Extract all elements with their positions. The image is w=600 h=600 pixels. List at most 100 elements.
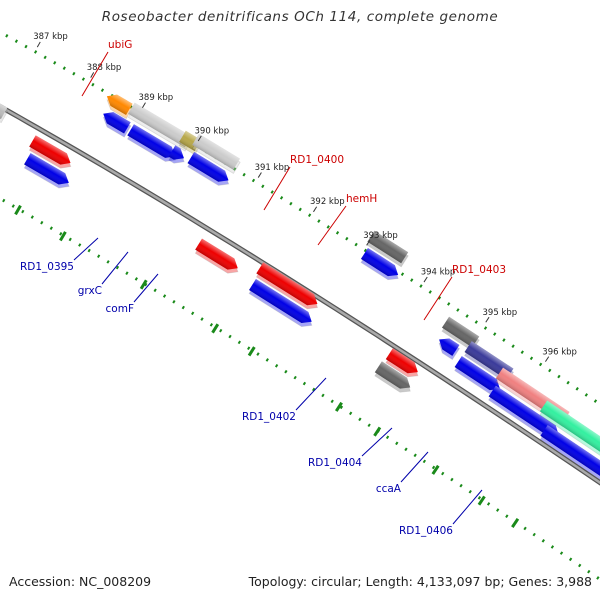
gene-label[interactable]: hemH [346,193,377,205]
tick-mark [36,41,41,48]
tick-mark [313,206,318,213]
gene-gloss [256,262,318,306]
gene-feature[interactable] [440,316,481,352]
tick-label: 391 kbp [255,163,290,173]
gene-feature[interactable] [539,424,600,484]
gene-gloss [464,341,514,380]
gene-label[interactable]: RD1_0400 [290,154,344,166]
gene-feature[interactable] [359,247,403,284]
gene-gloss [187,152,229,182]
gene-gloss [385,348,418,374]
gene-labels: ubiG RD1_0400 hemH RD1_0403 RD1_0395 grxC comF… [20,39,506,537]
gene-label[interactable]: ubiG [108,39,132,51]
gc-peak-mark [59,231,67,242]
gene-feature[interactable] [167,145,189,167]
gene-label[interactable]: RD1_0404 [308,457,362,469]
gene-feature[interactable] [0,94,9,124]
gene-label[interactable]: ccaA [376,483,402,495]
gene-label-leader [361,427,393,457]
gene-feature[interactable] [28,135,76,172]
gene-gloss [439,338,460,356]
gene-label-leader [73,237,99,261]
tick-mark [366,239,371,246]
gene-gloss [488,385,559,437]
gene-feature[interactable] [247,278,316,331]
gc-peak-mark [431,464,440,475]
gene-label-leader [295,377,327,411]
gene-feature[interactable] [373,361,415,396]
tick-label: 387 kbp [33,32,68,42]
tick-mark [423,276,428,283]
gc-peak-mark [373,426,382,437]
gene-gloss [454,356,500,391]
gene-feature[interactable] [102,91,134,120]
gene-label[interactable]: RD1_0402 [242,411,296,423]
gc-peak-mark [334,401,343,412]
tick-label: 393 kbp [363,231,398,241]
gene-gloss [24,153,69,185]
gene-label-leader [101,251,129,285]
gene-feature[interactable] [255,262,323,313]
gc-peak-mark [14,204,22,216]
gene-label[interactable]: RD1_0395 [20,261,74,273]
gene-gloss [0,94,8,120]
gene-gloss [103,112,131,134]
gene-gloss [106,94,133,115]
gene-label-leader [133,273,159,303]
gene-gloss [539,400,600,468]
tick-label: 389 kbp [139,93,174,103]
gene-feature[interactable] [98,108,132,138]
gene-feature[interactable] [366,230,410,268]
tick-label: 395 kbp [483,308,518,318]
gene-label-leader [423,276,453,321]
tick-mark [257,172,262,178]
gene-feature[interactable] [434,334,461,361]
tick-label: 396 kbp [542,347,577,357]
genome-summary-text: Topology: circular; Length: 4,133,097 bp… [248,574,592,589]
gene-feature[interactable] [191,133,242,174]
gene-label[interactable]: RD1_0403 [452,264,506,276]
gene-label-leader [452,489,483,525]
tick-mark [90,72,95,78]
gene-label-leader [317,205,347,246]
gene-gloss [29,135,71,165]
gene-label-leader [81,51,109,97]
tick-label: 390 kbp [195,126,230,136]
gene-gloss [540,424,600,476]
gc-peak-mark [511,517,520,528]
tick-label: 394 kbp [421,268,456,278]
tick-label: 392 kbp [310,197,345,207]
gene-feature[interactable] [384,348,423,381]
tick-mark [485,316,490,323]
gene-gloss [360,247,399,277]
gene-feature[interactable] [126,124,181,165]
gene-feature[interactable] [23,153,74,192]
gene-label-leader [263,166,291,211]
gene-label[interactable]: RD1_0406 [399,525,453,537]
gene-feature[interactable] [487,385,564,445]
gene-gloss [168,145,185,160]
gene-gloss [128,102,192,148]
gene-gloss [441,316,480,348]
gene-gloss [249,278,312,323]
tick-mark [141,102,146,109]
gc-peak-mark [139,279,148,290]
gene-gloss [195,238,238,270]
gene-feature[interactable] [186,152,234,190]
gene-gloss [374,361,411,389]
gene-label-leader [400,451,429,483]
gc-peak-mark [247,346,256,357]
accession-text: Accession: NC_008209 [9,574,152,589]
gene-label[interactable]: comF [106,303,134,315]
gene-feature[interactable] [194,238,243,278]
gc-content-track [0,30,600,582]
gene-label[interactable]: grxC [78,285,102,297]
gene-features [0,91,600,484]
gene-feature[interactable] [127,102,194,152]
gene-feature[interactable] [538,400,600,472]
gc-peak-mark [477,495,486,506]
gene-gloss [367,230,409,264]
tick-mark [197,135,202,142]
